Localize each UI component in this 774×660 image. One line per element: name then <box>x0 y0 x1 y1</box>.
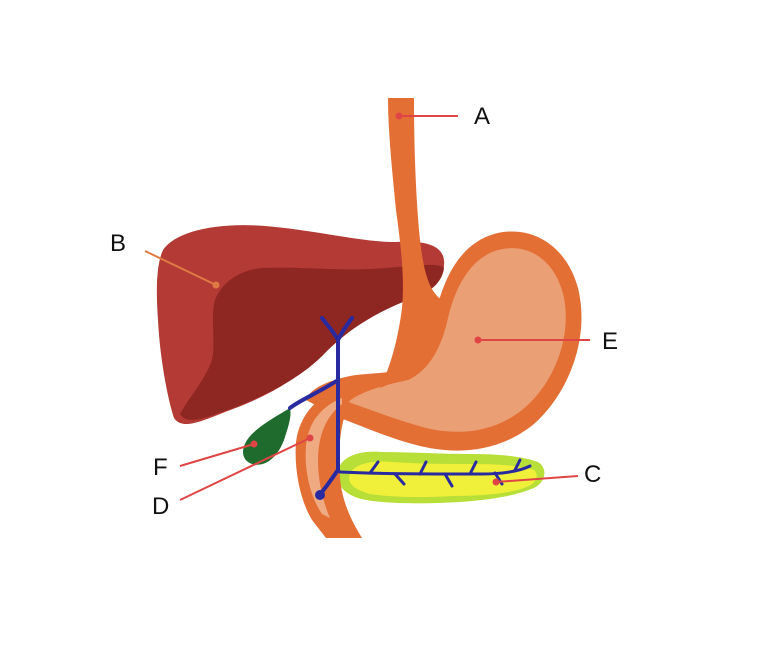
label-f: F <box>153 454 168 481</box>
label-d: D <box>152 493 169 520</box>
pointer-dots <box>212 112 500 486</box>
bile-ducts <box>288 316 354 496</box>
pancreas-lobes <box>349 461 537 498</box>
pancreatic-duct <box>338 458 532 488</box>
pointer-lines <box>144 115 590 501</box>
pointer-d <box>179 437 311 501</box>
esophagus <box>380 98 442 388</box>
duodenum-inner <box>305 398 342 518</box>
liver-shadow-lobe <box>180 264 444 420</box>
pointer-f <box>179 443 255 467</box>
gallbladder <box>243 408 291 465</box>
label-b: B <box>110 230 126 257</box>
pointer-c <box>495 475 579 483</box>
pointer-b <box>144 250 217 286</box>
stomach-inner <box>348 248 566 432</box>
ampulla-dot <box>315 490 325 500</box>
label-e: E <box>602 328 618 355</box>
label-c: C <box>584 461 601 488</box>
label-a: A <box>474 103 490 130</box>
